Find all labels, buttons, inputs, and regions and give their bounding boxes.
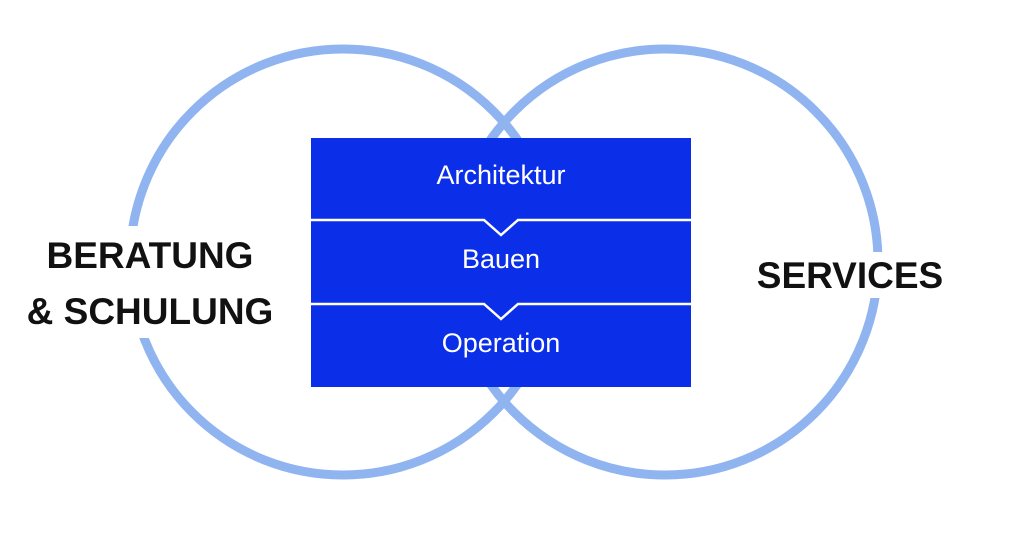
phase-operation: Operation [441, 328, 561, 358]
right-label: SERVICES [756, 255, 944, 296]
divider-arrow-2 [311, 302, 691, 321]
phase-architektur: Architektur [436, 160, 566, 190]
left-label: BERATUNG & SCHULUNG [0, 228, 300, 340]
phase-stack: Architektur Bauen Operation [311, 138, 691, 387]
phase-bauen: Bauen [461, 244, 541, 274]
left-label-line2: & SCHULUNG [26, 291, 274, 332]
left-label-gap [20, 226, 282, 338]
left-label-line1: BERATUNG [46, 235, 254, 276]
right-label-gap [756, 252, 952, 298]
divider-arrow-1 [311, 218, 691, 237]
stack-dividers [311, 218, 691, 321]
